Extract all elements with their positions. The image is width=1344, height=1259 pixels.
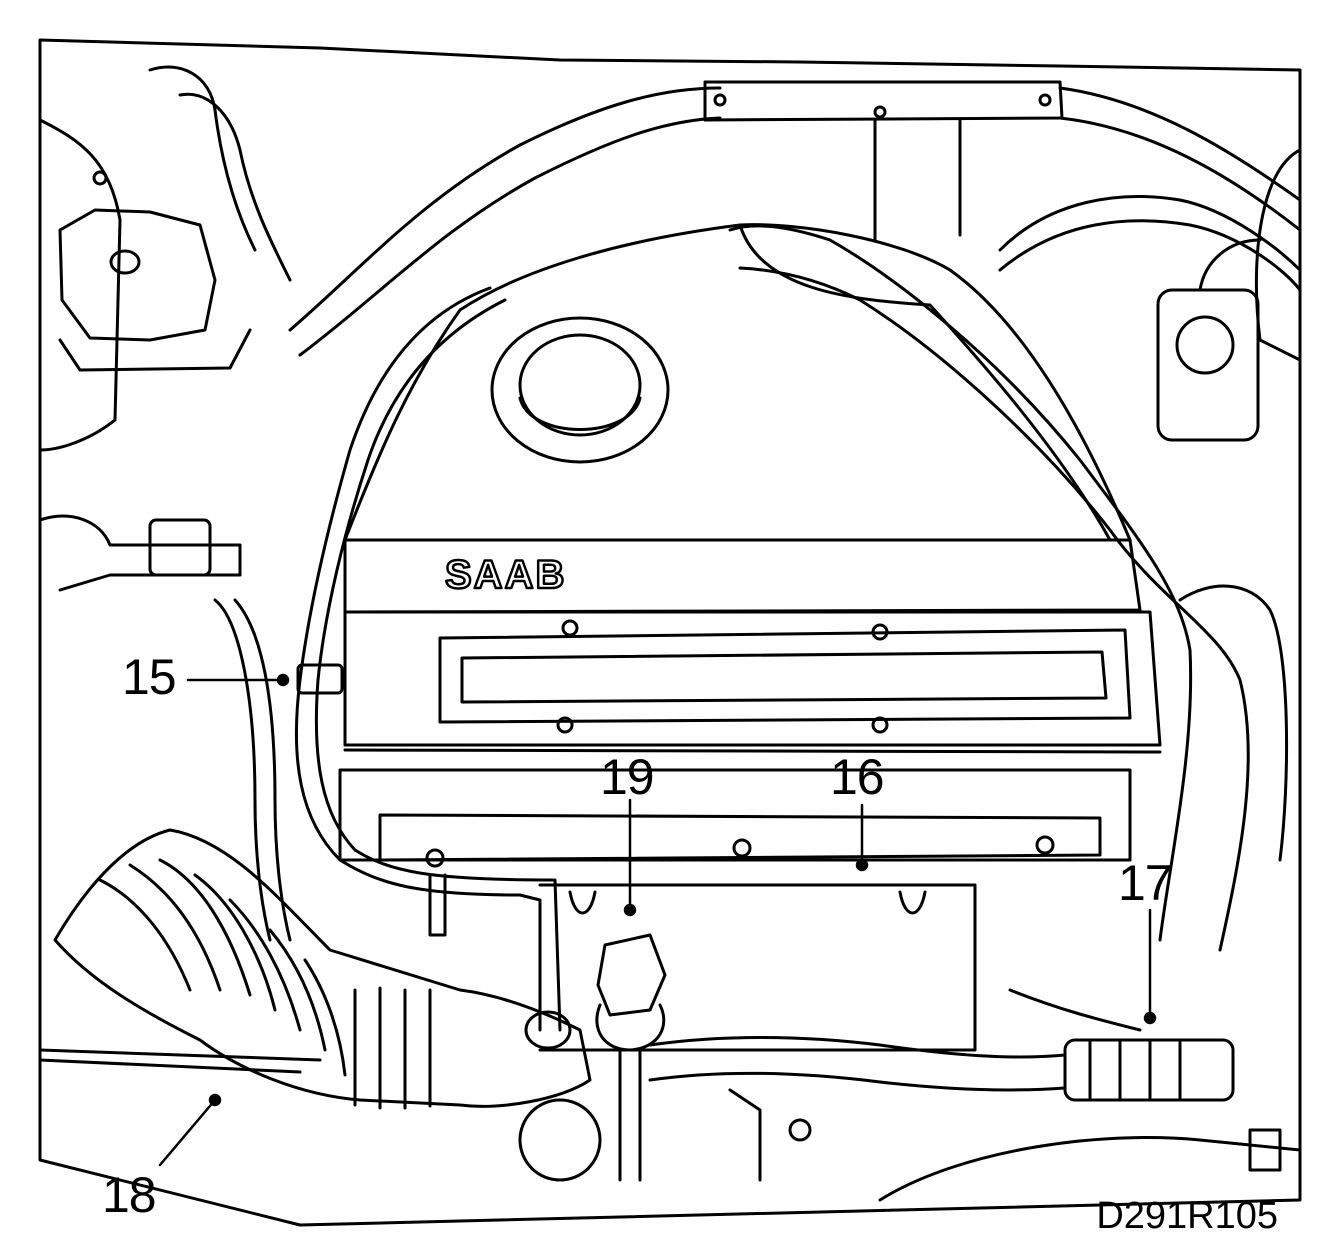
leader-16-dot <box>855 858 869 872</box>
callout-15: 15 <box>122 649 177 705</box>
lower-coolant-pipe <box>648 1036 1235 1102</box>
left-tube <box>213 598 272 942</box>
vacuum-hose-15 <box>294 286 562 1032</box>
sensor-connector-19 <box>595 933 667 1182</box>
figure-code: D291R105 <box>1096 1195 1278 1237</box>
fender-left <box>38 118 122 452</box>
cable-harness <box>998 195 1302 272</box>
valve-cover: SAAB <box>343 538 1162 754</box>
leader-19-dot <box>623 903 637 917</box>
engine-bay-outline <box>38 38 1302 1227</box>
left-bracket <box>38 514 242 592</box>
upper-bracket <box>703 80 1064 242</box>
left-tube-b <box>233 598 292 942</box>
callout-17: 17 <box>1118 855 1173 911</box>
callout-leaders <box>158 673 1157 1167</box>
upper-radiator-hose <box>288 86 1302 357</box>
leader-18 <box>158 1098 217 1167</box>
expansion-tank-cap <box>58 170 252 372</box>
leader-18-dot <box>208 1093 222 1107</box>
hose-top-left-b <box>178 92 292 282</box>
callout-16: 16 <box>830 749 885 805</box>
cylinder-head <box>338 768 1132 1052</box>
air-intake-hose-18 <box>53 828 592 1110</box>
leader-17-dot <box>1143 1011 1157 1025</box>
saab-logo: SAAB <box>445 553 566 597</box>
cable-harness-b <box>998 219 1302 292</box>
hose-top-left <box>148 65 257 252</box>
fender-right <box>1254 148 1302 362</box>
callout-18: 18 <box>102 1167 157 1223</box>
radiator-hose-right <box>728 224 1289 952</box>
sensor-box-right <box>1156 238 1262 442</box>
leader-15-dot <box>276 673 290 687</box>
callout-19: 19 <box>600 749 655 805</box>
lower-details <box>38 988 1302 1202</box>
